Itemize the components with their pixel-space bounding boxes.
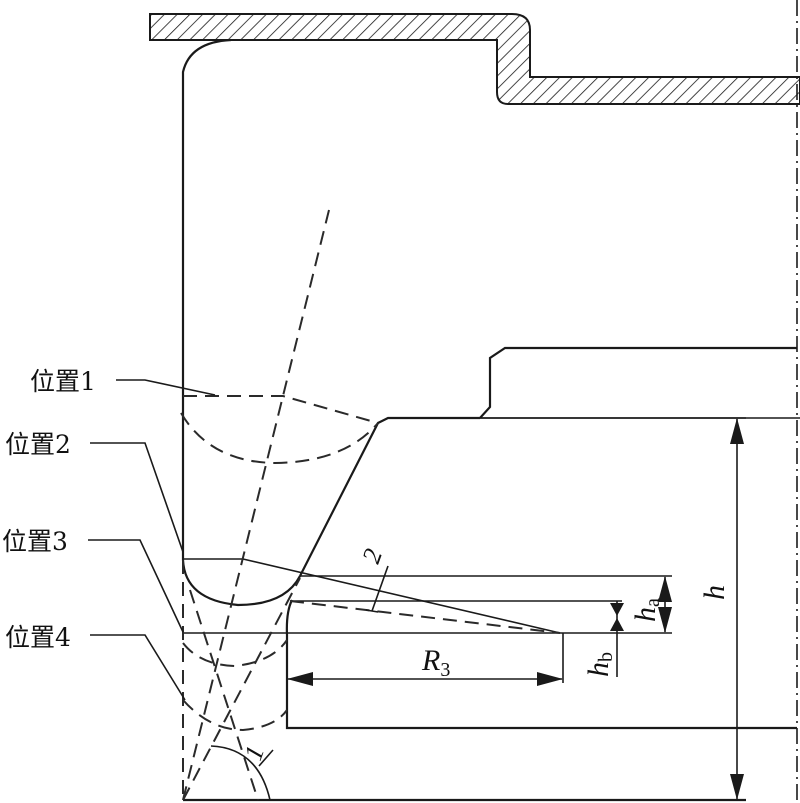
leader-position2 (90, 442, 184, 553)
dashed-diagonal (189, 589, 259, 801)
leader-callout-2 (371, 565, 389, 612)
svg-text:1: 1 (238, 742, 270, 764)
dashed-radial-line-long (182, 209, 330, 801)
leader-position3 (88, 539, 184, 633)
hatched-die-section (149, 13, 800, 105)
punch-step (479, 346, 797, 419)
svg-text:h: h (698, 585, 731, 600)
leader-callout-2-tick (365, 609, 379, 613)
position1-dashed-top (183, 395, 379, 424)
svg-text:ha: ha (629, 598, 664, 622)
label-ha: ha (629, 598, 664, 622)
workpiece-bottom-arc (181, 559, 301, 607)
position1-dashed-arc (180, 412, 379, 465)
dashed-radial-line-short (182, 577, 301, 801)
position2-dashed-line (289, 600, 561, 634)
callout-number-1: 1 (238, 742, 270, 764)
dim-hb-arrow-bottom (610, 618, 624, 631)
punch-chamfer (299, 416, 480, 577)
callout-number-2: 2 (356, 545, 388, 567)
label-hb: hb (582, 652, 617, 677)
leader-position4 (90, 634, 186, 701)
leader-callout-1 (258, 749, 274, 767)
position3-dashed-arc (182, 639, 288, 668)
label-position3: 位置3 (2, 527, 68, 556)
workpiece-outer-wall (181, 38, 232, 560)
dim-hb-arrow-top (610, 603, 624, 616)
leader-position1 (116, 379, 216, 396)
position2-slope-line (242, 558, 561, 634)
position4-dashed-arc (182, 699, 288, 732)
label-h: h (698, 585, 731, 600)
svg-text:hb: hb (582, 652, 617, 677)
svg-text:2: 2 (356, 545, 388, 567)
label-position2: 位置2 (5, 430, 71, 459)
label-position4: 位置4 (5, 623, 71, 652)
inner-punch-profile (285, 599, 797, 730)
label-r3: R3 (421, 644, 450, 681)
label-position1: 位置1 (30, 367, 96, 396)
callout-1-arc (210, 745, 271, 801)
